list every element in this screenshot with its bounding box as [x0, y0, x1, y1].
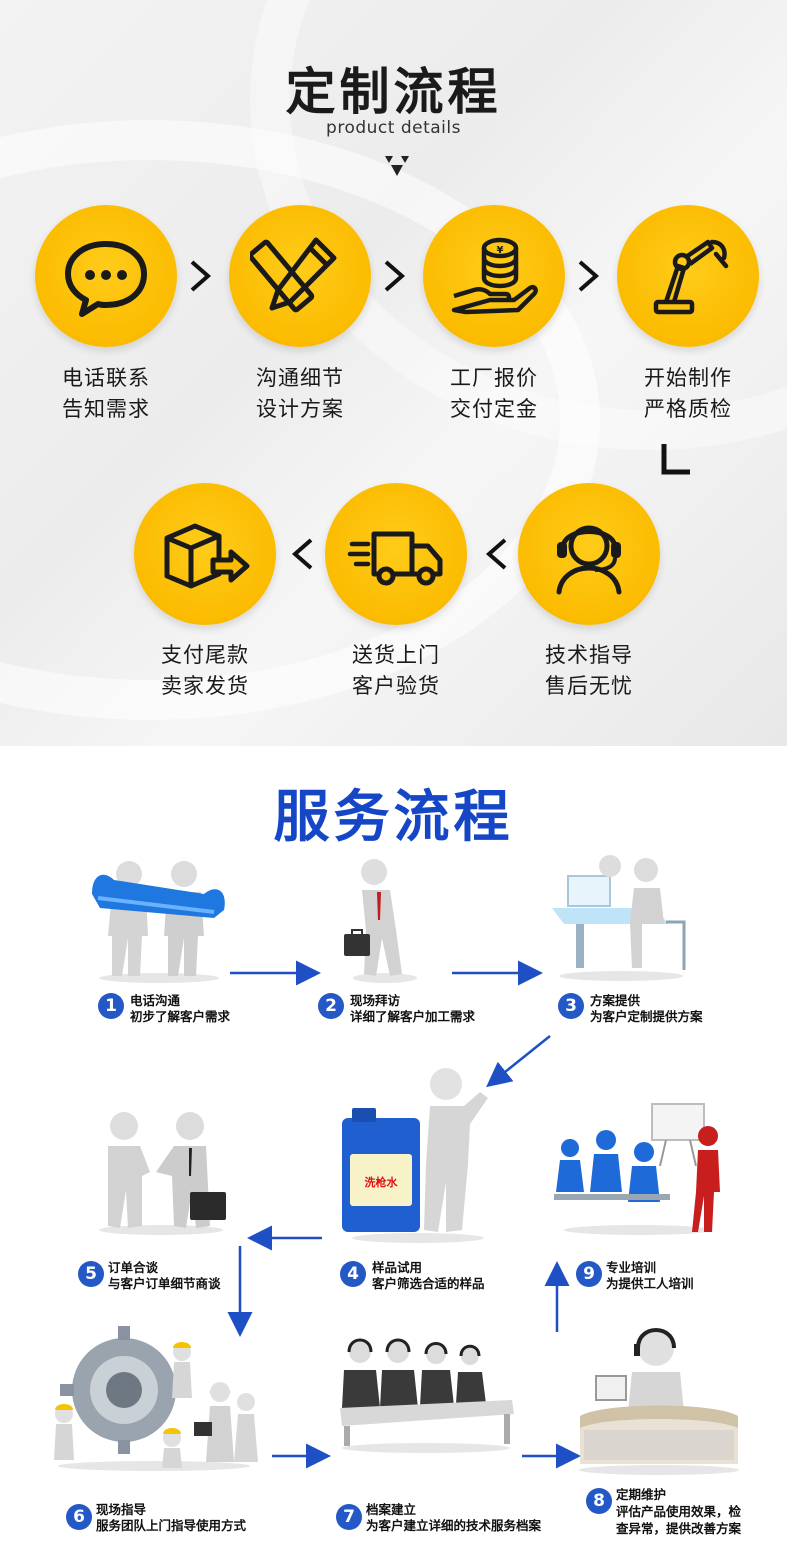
step-label-5: 技术指导售后无忧 [545, 643, 633, 698]
delivery-truck-icon [347, 531, 443, 586]
step-number-5: 5 [78, 1261, 104, 1287]
chevron-left-icon [291, 538, 313, 570]
site-visit-figure [344, 859, 417, 983]
step-label-2: 沟通细节设计方案 [256, 366, 344, 421]
onsite-guidance-figure [54, 1326, 258, 1471]
service-step-8-text: 定期维护评估产品使用效果，检查异常，提供改善方案 [616, 1487, 742, 1536]
step-number-8: 8 [586, 1488, 612, 1514]
flow-arrows [227, 960, 581, 1469]
service-step-7-text: 档案建立为客户建立详细的技术服务档案 [366, 1502, 542, 1533]
archive-setup-figure [340, 1338, 514, 1453]
headset-support-icon [556, 525, 622, 595]
step-number-1: 1 [98, 993, 124, 1019]
service-process-section: 服务流程 [0, 746, 787, 1550]
step-circle-phone [35, 205, 177, 347]
step-circle-payment [134, 483, 276, 625]
pencil-ruler-icon [250, 237, 337, 313]
maintenance-desk-figure [579, 1328, 739, 1475]
sample-trial-figure: 洗枪水 [342, 1068, 488, 1243]
service-step-5-text: 订单合谈与客户订单细节商谈 [108, 1260, 221, 1291]
chat-bubble-icon [65, 241, 147, 317]
step-number-9: 9 [576, 1261, 602, 1287]
step-label-6: 送货上门客户验货 [352, 643, 440, 698]
chevron-right-icon [190, 260, 212, 292]
step-number-3: 3 [558, 993, 584, 1019]
step-label-7: 支付尾款卖家发货 [161, 643, 249, 698]
step-label-1: 电话联系告知需求 [62, 366, 150, 421]
handshake-figure [99, 1112, 226, 1235]
chevron-right-icon [578, 260, 600, 292]
down-triangles-icon [382, 154, 412, 180]
step-number-4: 4 [340, 1261, 366, 1287]
step-label-3: 工厂报价交付定金 [450, 366, 538, 421]
service-step-6-text: 现场指导服务团队上门指导使用方式 [96, 1502, 247, 1533]
chevron-right-icon [384, 260, 406, 292]
service-step-4-text: 样品试用客户筛选合适的样品 [372, 1260, 485, 1291]
service-process-title: 服务流程 [273, 785, 514, 850]
step-number-6: 6 [66, 1504, 92, 1530]
step-circle-delivery [325, 483, 467, 625]
plan-office-figure [552, 855, 686, 981]
step-circle-design [229, 205, 371, 347]
box-shipping-icon [164, 523, 250, 589]
chevron-left-icon [485, 538, 507, 570]
step-number-2: 2 [318, 993, 344, 1019]
robot-arm-icon [653, 239, 729, 315]
step-circle-support [518, 483, 660, 625]
phone-call-figure [92, 861, 225, 983]
corner-turn-icon [661, 444, 690, 475]
service-step-3-text: 方案提供为客户定制提供方案 [590, 993, 703, 1024]
service-step-1-text: 电话沟通初步了解客户需求 [130, 993, 231, 1024]
step-label-4: 开始制作严格质检 [644, 366, 732, 421]
custom-process-section: 定制流程 product details ¥ [0, 0, 787, 746]
service-step-9-text: 专业培训为提供工人培训 [606, 1260, 694, 1291]
step-number-7: 7 [336, 1504, 362, 1530]
custom-process-subtitle: product details [326, 118, 461, 138]
service-step-2-text: 现场拜访详细了解客户加工需求 [350, 993, 476, 1024]
coins-hand-icon: ¥ [451, 237, 538, 315]
step-circle-production [617, 205, 759, 347]
training-figure [554, 1103, 720, 1235]
custom-process-title: 定制流程 [285, 63, 502, 121]
step-circle-quote: ¥ [423, 205, 565, 347]
svg-text:¥: ¥ [497, 245, 504, 256]
product-label: 洗枪水 [365, 1175, 399, 1189]
